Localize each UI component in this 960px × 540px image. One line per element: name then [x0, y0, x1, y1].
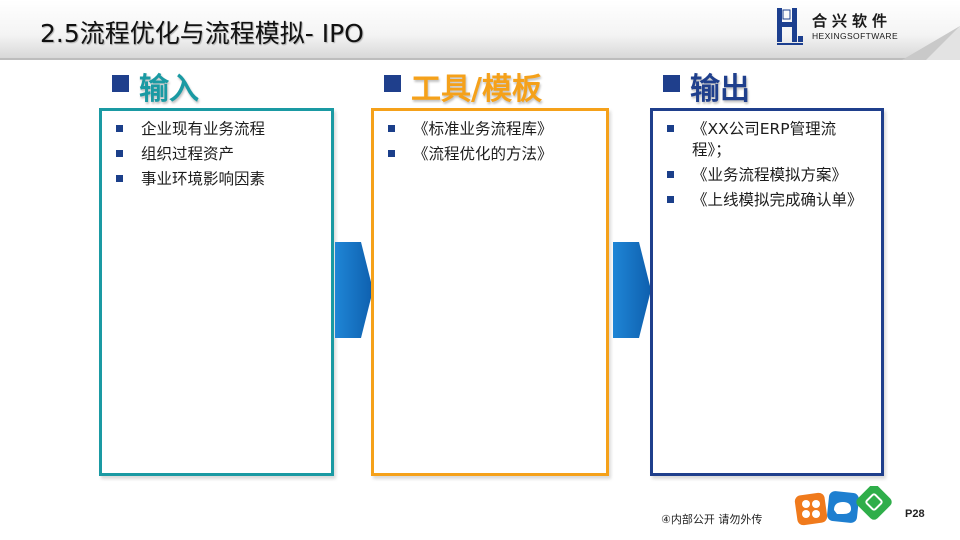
logo-chinese-name: 合兴软件	[812, 12, 893, 30]
list-item: 企业现有业务流程	[110, 119, 323, 140]
bullet-icon	[116, 125, 123, 132]
flow-arrow-icon	[613, 242, 651, 338]
heading-square-icon	[663, 74, 680, 92]
bullet-icon	[388, 125, 395, 132]
list-item-text: 《XX公司ERP管理流程》；	[692, 120, 837, 159]
tools-heading-label: 工具/模板	[411, 72, 542, 107]
input-heading: 输入	[112, 64, 199, 108]
tools-heading: 工具/模板	[384, 64, 542, 108]
list-item: 《业务流程模拟方案》	[661, 165, 873, 186]
list-item: 《标准业务流程库》	[382, 119, 598, 140]
header-bar: 2.5流程优化与流程模拟- IPO 合兴软件 HEXINGSOFTWARE	[0, 0, 960, 60]
list-item: 《流程优化的方法》	[382, 144, 598, 165]
hexing-logo-icon	[777, 8, 803, 45]
list-item-text: 《业务流程模拟方案》	[692, 166, 848, 184]
list-item: 组织过程资产	[110, 144, 323, 165]
list-item-text: 组织过程资产	[141, 145, 235, 163]
page-number: P28	[905, 508, 925, 520]
orange-tile-icon	[794, 492, 828, 526]
list-item: 事业环境影响因素	[110, 169, 323, 190]
flow-arrow-icon	[335, 242, 373, 338]
list-item-text: 《上线模拟完成确认单》	[692, 191, 863, 209]
bullet-icon	[667, 196, 674, 203]
tools-panel: 《标准业务流程库》 《流程优化的方法》	[371, 108, 609, 476]
bullet-icon	[116, 150, 123, 157]
page-curl-decoration	[902, 26, 960, 60]
green-tile-icon	[856, 486, 892, 520]
input-panel: 企业现有业务流程 组织过程资产 事业环境影响因素	[99, 108, 334, 476]
page-title: 2.5流程优化与流程模拟- IPO	[40, 19, 364, 48]
list-item: 《上线模拟完成确认单》	[661, 190, 873, 211]
blue-tile-icon	[827, 491, 859, 523]
decorative-app-icons	[794, 486, 892, 526]
confidentiality-note: ④内部公开 请勿外传	[661, 513, 763, 526]
bullet-icon	[667, 171, 674, 178]
output-heading: 输出	[663, 64, 750, 108]
list-item: 《XX公司ERP管理流程》；	[661, 119, 873, 161]
list-item-text: 《标准业务流程库》	[413, 120, 553, 138]
heading-square-icon	[384, 74, 401, 92]
list-item-text: 企业现有业务流程	[141, 120, 266, 138]
input-heading-label: 输入	[139, 72, 199, 107]
logo-english-name: HEXINGSOFTWARE	[812, 31, 899, 41]
bullet-icon	[116, 175, 123, 182]
list-item-text: 《流程优化的方法》	[413, 145, 553, 163]
bullet-icon	[388, 150, 395, 157]
output-heading-label: 输出	[690, 72, 750, 107]
company-logo: 合兴软件 HEXINGSOFTWARE	[776, 6, 908, 46]
heading-square-icon	[112, 74, 129, 92]
output-panel: 《XX公司ERP管理流程》； 《业务流程模拟方案》 《上线模拟完成确认单》	[650, 108, 884, 476]
bullet-icon	[667, 125, 674, 132]
list-item-text: 事业环境影响因素	[141, 170, 266, 188]
